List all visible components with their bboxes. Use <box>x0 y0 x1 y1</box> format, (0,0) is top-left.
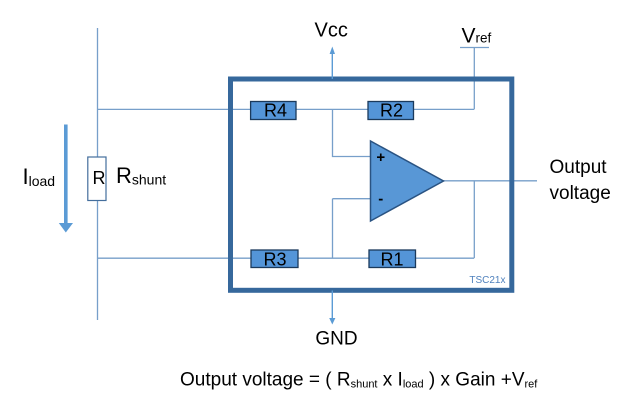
svg-text:R1: R1 <box>380 249 403 269</box>
svg-text:Vcc: Vcc <box>315 20 348 42</box>
svg-text:R: R <box>93 168 106 188</box>
svg-text:Rshunt: Rshunt <box>116 163 166 188</box>
svg-text:+: + <box>376 149 385 166</box>
svg-text:voltage: voltage <box>550 183 611 204</box>
svg-text:Iload: Iload <box>23 164 56 189</box>
svg-text:GND: GND <box>315 329 357 350</box>
svg-text:R2: R2 <box>380 101 403 121</box>
svg-text:-: - <box>378 190 383 207</box>
svg-text:Vref: Vref <box>462 25 492 48</box>
svg-text:R3: R3 <box>263 249 286 269</box>
svg-text:TSC21x: TSC21x <box>469 275 505 286</box>
svg-text:R4: R4 <box>264 101 287 121</box>
svg-text:Output: Output <box>550 157 608 178</box>
svg-text:Output voltage = ( Rshunt x Il: Output voltage = ( Rshunt x Iload ) x Ga… <box>180 370 538 391</box>
